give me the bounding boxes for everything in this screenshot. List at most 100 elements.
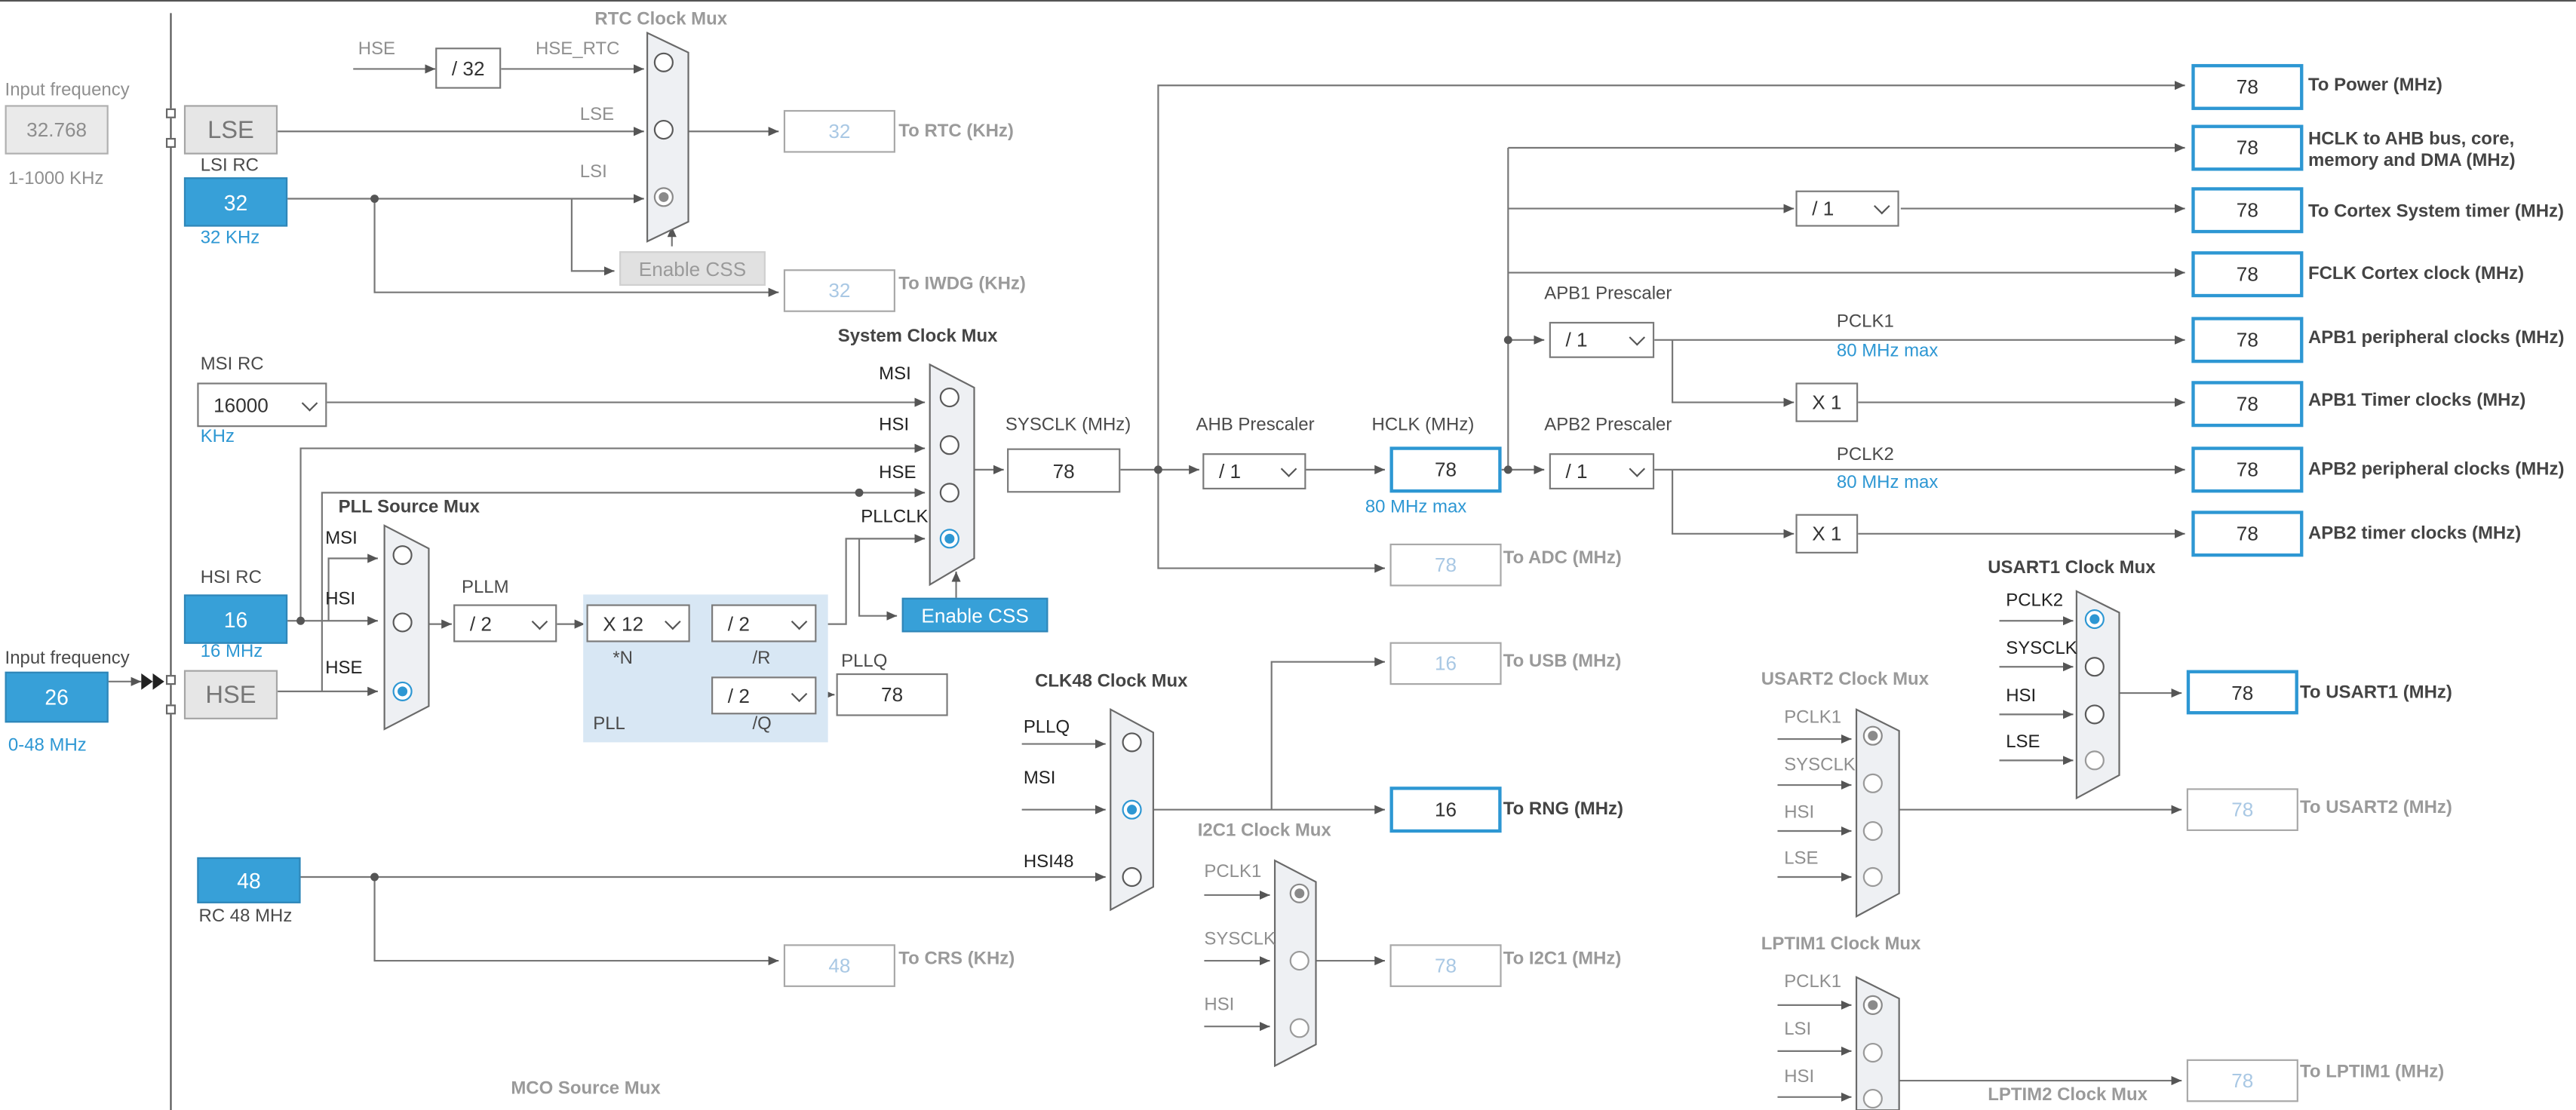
pll-src-in-msi: MSI (325, 529, 358, 549)
rtc-mux-radio-lsi[interactable] (653, 187, 674, 207)
rtc-mux-radio-hse[interactable] (653, 52, 674, 72)
clk48-radio-hsi48[interactable] (1122, 866, 1142, 888)
lsi-rc-value[interactable]: 32 (183, 177, 288, 227)
rng-output-value[interactable]: 16 (1389, 787, 1502, 833)
hse-top-label: HSE (358, 39, 396, 60)
pllr-label: /R (752, 649, 771, 669)
hse-handle-bottom[interactable] (165, 704, 177, 715)
sys-mux-radio-hsi[interactable] (939, 435, 959, 455)
lse-handle-top[interactable] (165, 108, 177, 118)
pll-src-radio-msi[interactable] (392, 545, 413, 566)
msi-rc-unit: KHz (200, 427, 235, 447)
pll-label: PLL (593, 714, 625, 734)
sys-mux-in-msi: MSI (879, 364, 911, 385)
rc48-value[interactable]: 48 (197, 857, 301, 903)
rtc-mux-radio-lse[interactable] (653, 119, 674, 140)
clk48-radio-pllq[interactable] (1122, 732, 1142, 753)
lse-source[interactable]: LSE (183, 105, 278, 155)
usart1-in-pclk2: PCLK2 (2006, 591, 2064, 612)
pllq-select[interactable]: / 2 (711, 676, 817, 715)
lptim1-radio-hsi[interactable] (1862, 1088, 1883, 1109)
apb1-prescaler-select[interactable]: / 1 (1549, 321, 1655, 358)
hclk-ahb-output-value[interactable]: 78 (2191, 124, 2304, 171)
chevron-down-icon (1280, 461, 1297, 477)
hclk-label: HCLK (MHz) (1371, 415, 1475, 436)
apb1-timer-output-value[interactable]: 78 (2191, 381, 2304, 428)
power-output-label: To Power (MHz) (2307, 75, 2442, 96)
pllq-output-value: 78 (836, 673, 948, 716)
hclk-ahb-output-label-line1: HCLK to AHB bus, core, (2307, 130, 2515, 150)
rc48-label: RC 48 MHz (198, 906, 293, 927)
pllm-select[interactable]: / 2 (453, 604, 557, 642)
i2c1-radio-hsi[interactable] (1289, 1018, 1309, 1038)
ahb-prescaler-select[interactable]: / 1 (1202, 453, 1306, 490)
i2c1-radio-sysclk[interactable] (1289, 951, 1309, 971)
cortex-timer-output-label: To Cortex System timer (MHz) (2307, 201, 2564, 222)
sys-mux-radio-pllclk[interactable] (939, 529, 959, 549)
crs-output-value: 48 (783, 944, 895, 987)
msi-rc-select[interactable]: 16000 (197, 382, 327, 428)
apb2-timer-output-value[interactable]: 78 (2191, 511, 2304, 557)
usart1-clock-mux-title: USART1 Clock Mux (1988, 558, 2156, 578)
hclk-ahb-output-label-line2: memory and DMA (MHz) (2307, 151, 2516, 171)
adc-output-label: To ADC (MHz) (1503, 548, 1622, 569)
usart2-radio-sysclk[interactable] (1862, 773, 1883, 793)
chevron-down-icon (665, 612, 681, 630)
hse-handle-top[interactable] (165, 675, 177, 685)
hse-input-frequency-label: Input frequency (5, 649, 130, 669)
apb2-timer-output-label: APB2 timer clocks (MHz) (2307, 523, 2522, 544)
lptim1-radio-lsi[interactable] (1862, 1042, 1883, 1063)
rtc-enable-css-button[interactable]: Enable CSS (619, 251, 766, 286)
rtc-mux-in-lse: LSE (579, 105, 615, 125)
hse-input-frequency-field[interactable]: 26 (5, 671, 109, 723)
power-output-value[interactable]: 78 (2191, 63, 2304, 110)
i2c1-radio-pclk1[interactable] (1289, 883, 1309, 903)
sys-mux-radio-msi[interactable] (939, 387, 959, 408)
cortex-timer-output-value[interactable]: 78 (2191, 187, 2304, 234)
apb2-peripheral-output-value[interactable]: 78 (2191, 446, 2304, 493)
sys-mux-in-pllclk: PLLCLK (861, 507, 929, 528)
hclk-value[interactable]: 78 (1389, 446, 1502, 493)
apb1-prescaler-label: APB1 Prescaler (1544, 284, 1672, 304)
usart1-output-value[interactable]: 78 (2186, 670, 2298, 715)
lse-handle-bottom[interactable] (165, 137, 177, 149)
plln-select[interactable]: X 12 (586, 604, 690, 642)
system-clock-mux-title: System Clock Mux (837, 327, 998, 347)
usart2-output-label: To USART2 (MHz) (2300, 798, 2452, 818)
sysclk-value[interactable]: 78 (1007, 448, 1121, 493)
cortex-timer-divider-select[interactable]: / 1 (1795, 190, 1899, 227)
iwdg-output-label: To IWDG (KHz) (898, 274, 1026, 294)
rtc-output-value: 32 (783, 109, 895, 153)
usart2-radio-lse[interactable] (1862, 866, 1883, 888)
pll-src-radio-hse[interactable] (392, 681, 413, 701)
system-enable-css-button[interactable]: Enable CSS (901, 597, 1049, 633)
chevron-down-icon (301, 394, 318, 411)
usart1-radio-sysclk[interactable] (2084, 657, 2105, 677)
pll-source-mux-title: PLL Source Mux (338, 497, 480, 518)
apb1-peripheral-output-value[interactable]: 78 (2191, 317, 2304, 363)
lptim1-in-lsi: LSI (1784, 1020, 1812, 1040)
chevron-down-icon (791, 612, 808, 630)
apb2-prescaler-select[interactable]: / 1 (1549, 453, 1655, 490)
pll-src-in-hse: HSE (325, 658, 363, 679)
usart1-radio-lse[interactable] (2084, 750, 2105, 771)
hse-range-label: 0-48 MHz (8, 735, 87, 756)
usart1-radio-hsi[interactable] (2084, 704, 2105, 725)
lptim1-radio-pclk1[interactable] (1862, 995, 1883, 1015)
usart2-radio-pclk1[interactable] (1862, 725, 1883, 746)
hsi-rc-value[interactable]: 16 (183, 594, 288, 644)
lse-input-frequency-field[interactable]: 32.768 (5, 105, 109, 155)
pllr-select[interactable]: / 2 (711, 604, 817, 642)
sys-mux-radio-hse[interactable] (939, 483, 959, 503)
fclk-output-value[interactable]: 78 (2191, 251, 2304, 298)
usart2-in-lse: LSE (1784, 848, 1819, 869)
usb-output-value: 16 (1389, 642, 1502, 685)
usart1-output-label: To USART1 (MHz) (2300, 683, 2452, 704)
hse-rtc-divider[interactable]: / 32 (435, 48, 502, 89)
clk48-radio-msi[interactable] (1122, 799, 1142, 820)
usart1-radio-pclk2[interactable] (2084, 609, 2105, 630)
chevron-down-icon (531, 612, 548, 630)
pll-src-radio-hsi[interactable] (392, 612, 413, 633)
hse-source[interactable]: HSE (183, 670, 278, 719)
usart2-radio-hsi[interactable] (1862, 820, 1883, 842)
